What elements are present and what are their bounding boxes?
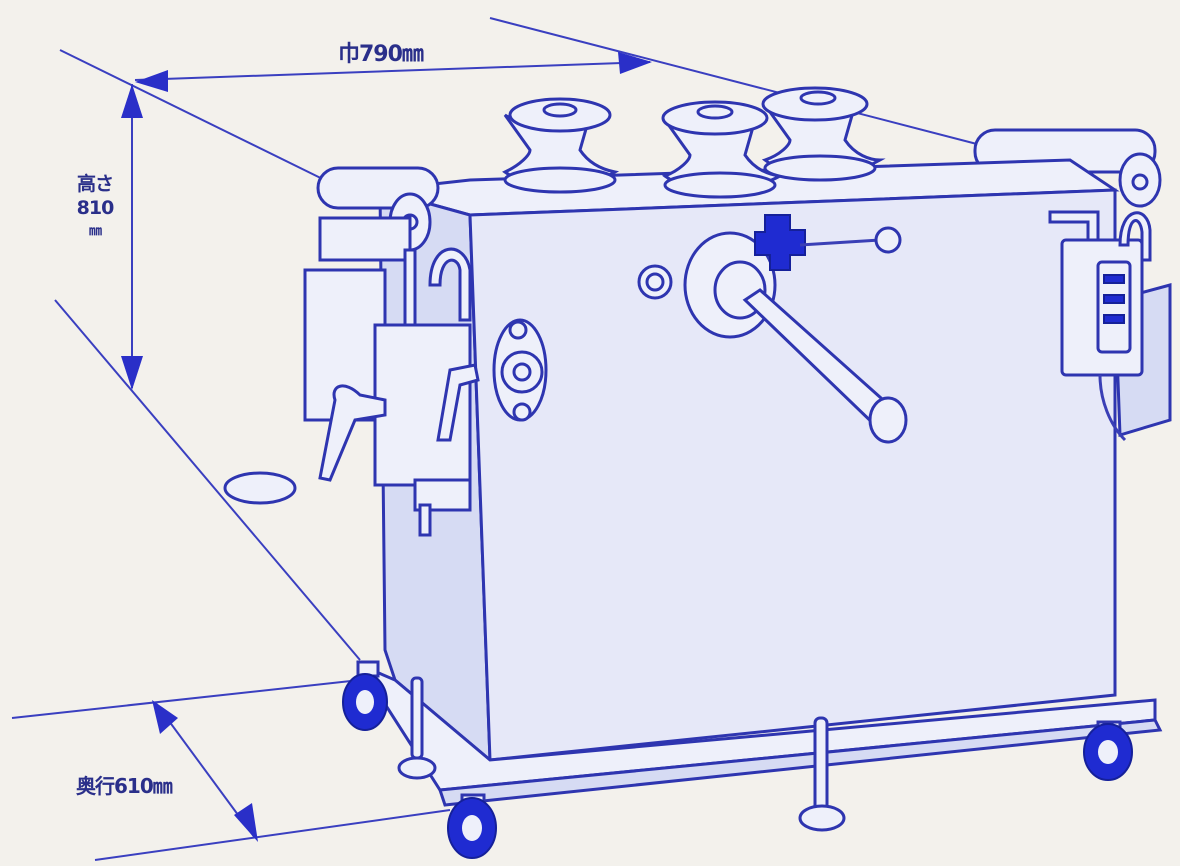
left-gearbox: [223, 247, 480, 537]
caster-left-front: [447, 793, 497, 859]
side-knob-assembly: [492, 318, 548, 422]
height-label-unit: ㎜: [88, 224, 102, 239]
top-roll-3: [761, 86, 886, 182]
top-roll-1: [502, 97, 620, 194]
height-label-text: 高さ: [76, 173, 114, 195]
caster-left-rear: [342, 660, 388, 731]
dimension-lines: [11, 17, 1001, 861]
height-dimension-label: 高さ 810 ㎜: [76, 172, 115, 244]
depth-dimension-label: 奥行610㎜: [76, 774, 173, 798]
adjustable-foot: [397, 676, 846, 832]
caster-right-front: [1083, 720, 1133, 781]
top-roll-2: [661, 100, 786, 199]
top-forming-rolls: [502, 86, 886, 199]
height-label-value: 810: [76, 197, 115, 219]
front-crank: [637, 214, 908, 444]
width-dimension-label: 巾790㎜: [338, 42, 424, 67]
casters: [342, 660, 1133, 859]
left-feed-roller: [316, 166, 440, 332]
control-box: [1048, 210, 1152, 442]
